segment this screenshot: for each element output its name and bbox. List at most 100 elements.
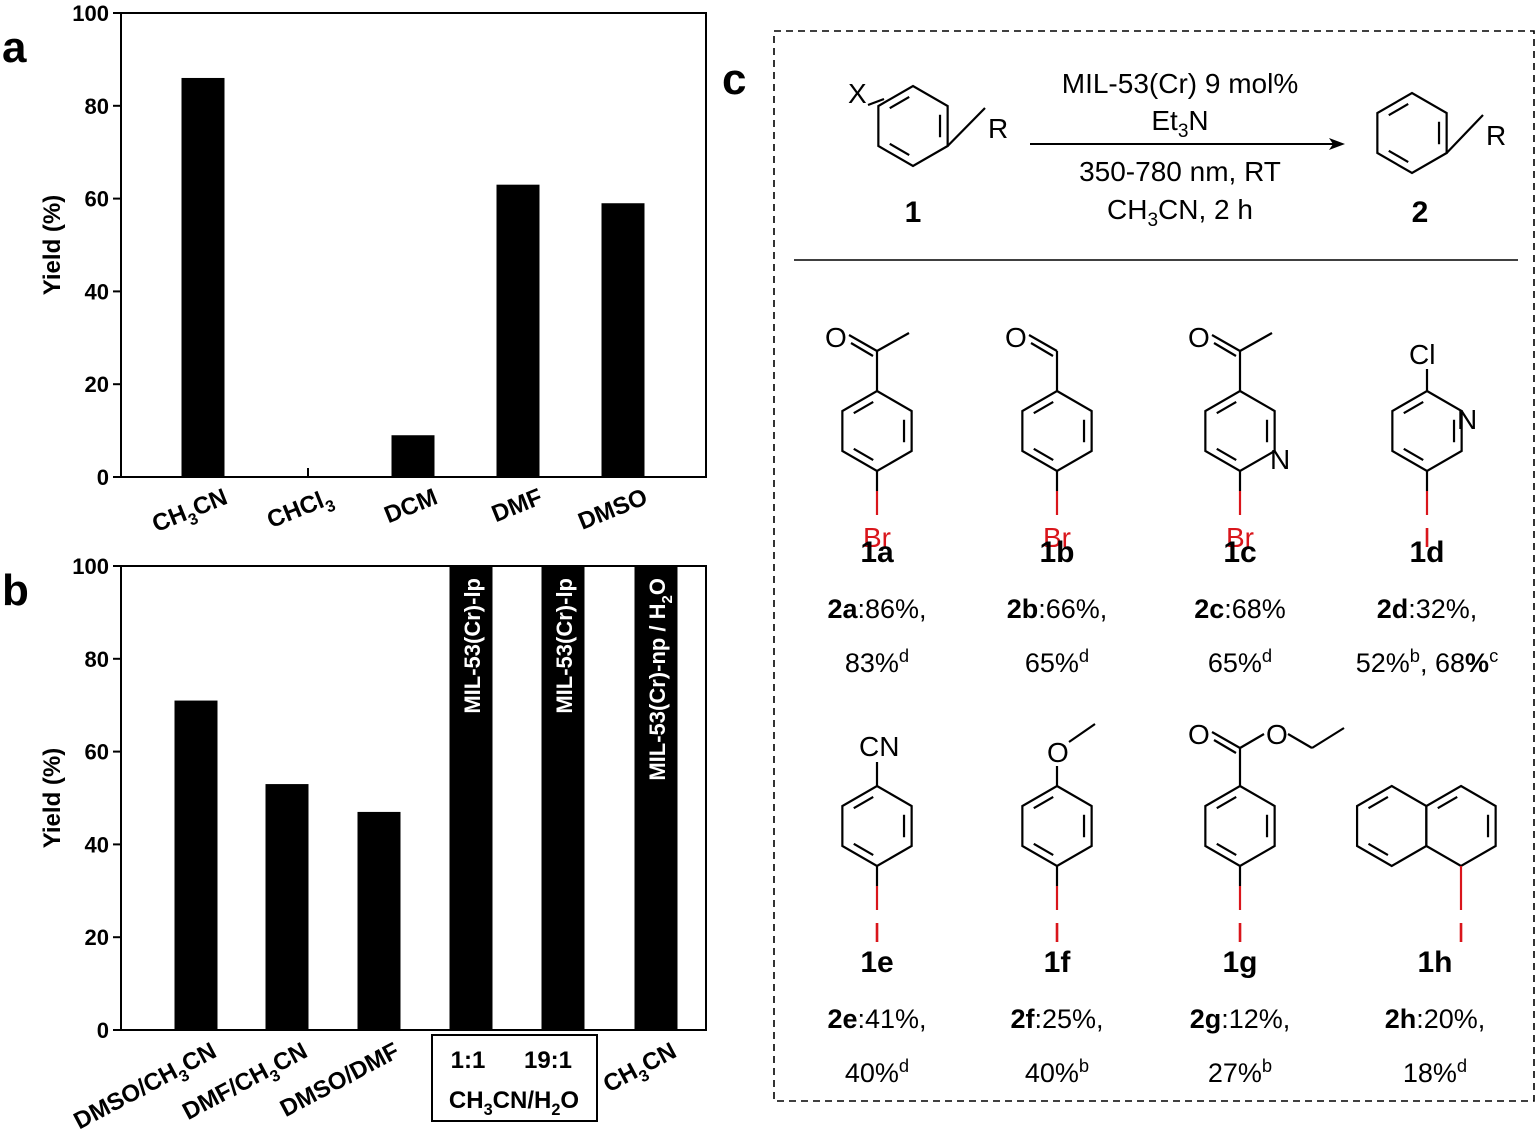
compound-id: 1g	[1222, 946, 1257, 979]
yield-line2: 65%d	[1025, 645, 1089, 678]
panel-label-b: b	[2, 566, 29, 615]
yield-line2: 52%b, 68%c	[1356, 645, 1499, 678]
ring	[1204, 784, 1276, 868]
yield-line1: 2d:32%,	[1377, 594, 1478, 624]
substrate-1h: I	[1355, 784, 1497, 948]
halogen: Br	[1226, 522, 1254, 553]
compound-id: 1h	[1417, 946, 1452, 979]
yield-line2: 65%d	[1208, 645, 1272, 678]
bar	[181, 77, 225, 478]
compound-id: 1a	[860, 536, 894, 569]
substrate-1b: Br O	[1005, 322, 1093, 553]
y-tick-label: 60	[85, 187, 109, 212]
yield-line1: 2e:41%,	[827, 1004, 926, 1034]
yield-line1: 2b:66%,	[1007, 594, 1108, 624]
y-tick-label: 20	[85, 925, 109, 950]
yield-line1: 2h:20%,	[1385, 1004, 1486, 1034]
bar	[174, 700, 218, 1030]
bar	[357, 811, 401, 1030]
x-tick-label: DMSO	[574, 484, 651, 536]
compound-id: 1e	[860, 946, 893, 979]
yield-line1: 2a:86%,	[827, 594, 926, 624]
y-tick-label: 100	[72, 554, 109, 579]
y-tick-label: 100	[72, 1, 109, 26]
y-axis-label: Yield (%)	[39, 195, 66, 295]
yield-line1: 2g:12%,	[1190, 1004, 1291, 1034]
y-tick-label: 0	[97, 1018, 109, 1043]
ring-right	[1425, 784, 1497, 868]
halogen: I	[1423, 522, 1431, 553]
nitrogen: N	[1457, 404, 1477, 435]
halogen: Br	[1043, 522, 1071, 553]
oxygen: O	[1005, 322, 1027, 353]
halogen: I	[873, 917, 881, 948]
halogen: I	[1457, 917, 1465, 948]
x-tick-label: CH3CN	[599, 1037, 683, 1102]
reactant-ring	[877, 84, 949, 168]
y-axis-label: Yield (%)	[39, 748, 66, 848]
bar	[449, 566, 493, 1030]
ring	[841, 389, 913, 473]
r-group: R	[988, 113, 1008, 144]
bar	[391, 435, 435, 477]
compound-1g: 1g 2g:12%, 27%b	[1190, 946, 1291, 1088]
bar-label: MIL-53(Cr)-np / H2O	[645, 578, 676, 781]
y-tick-label: 20	[85, 372, 109, 397]
product-label: 2	[1412, 196, 1429, 229]
ring	[841, 784, 913, 868]
ring	[1021, 389, 1093, 473]
condition-solvent: CH3CN, 2 h	[1107, 194, 1253, 231]
oxygen: O	[1047, 737, 1069, 768]
compound-1d: 1d 2d:32%, 52%b, 68%c	[1356, 536, 1499, 678]
ring	[1204, 389, 1276, 473]
yield-line2: 40%b	[1025, 1055, 1089, 1088]
bar	[265, 784, 309, 1030]
y-tick-label: 80	[85, 94, 109, 119]
y-tick-label: 60	[85, 740, 109, 765]
y-tick-label: 40	[85, 832, 109, 857]
x-tick-label: CHCl3	[263, 484, 338, 539]
y-tick-label: 80	[85, 647, 109, 672]
bar	[634, 566, 678, 1030]
compound-1e: 1e 2e:41%, 40%d	[827, 946, 926, 1088]
bar	[496, 184, 540, 477]
plot-frame	[120, 565, 707, 1031]
group-label: CH3CN/H2O	[449, 1087, 579, 1119]
yield-line2: 40%d	[845, 1055, 909, 1088]
x-tick-label: 19:1	[524, 1047, 572, 1074]
nitrogen: N	[1270, 444, 1290, 475]
ring-left	[1355, 784, 1428, 868]
substrate-1e: I CN	[841, 731, 913, 948]
x-tick-label: 1:1	[451, 1047, 486, 1074]
compound-id: 1d	[1409, 536, 1444, 569]
yield-line1: 2f:25%,	[1010, 1004, 1103, 1034]
chlorine: Cl	[1409, 339, 1435, 370]
yield-line2: 18%d	[1403, 1055, 1467, 1088]
x-substituent: X	[848, 78, 867, 109]
arrow-head	[1329, 138, 1345, 150]
nitrile: CN	[859, 731, 899, 762]
r-group: R	[1486, 120, 1506, 151]
oxygen: O	[825, 322, 847, 353]
bar	[601, 203, 645, 478]
condition-catalyst: MIL-53(Cr) 9 mol%	[1062, 68, 1298, 99]
oxygen: O	[1266, 719, 1288, 750]
group-box	[431, 1034, 598, 1122]
product-ring	[1376, 91, 1448, 175]
bar-label: MIL-53(Cr)-lp	[460, 578, 485, 714]
y-tick-label: 40	[85, 279, 109, 304]
condition-base: Et3N	[1151, 105, 1208, 142]
compound-id: 1f	[1044, 946, 1072, 979]
bar-label: MIL-53(Cr)-lp	[552, 578, 577, 714]
yield-line2: 27%b	[1208, 1055, 1272, 1088]
yield-line1: 2c:68%	[1194, 594, 1286, 624]
halogen: Br	[863, 522, 891, 553]
x-tick-label: DMSO/CH3CN	[69, 1037, 223, 1139]
halogen: I	[1053, 917, 1061, 948]
